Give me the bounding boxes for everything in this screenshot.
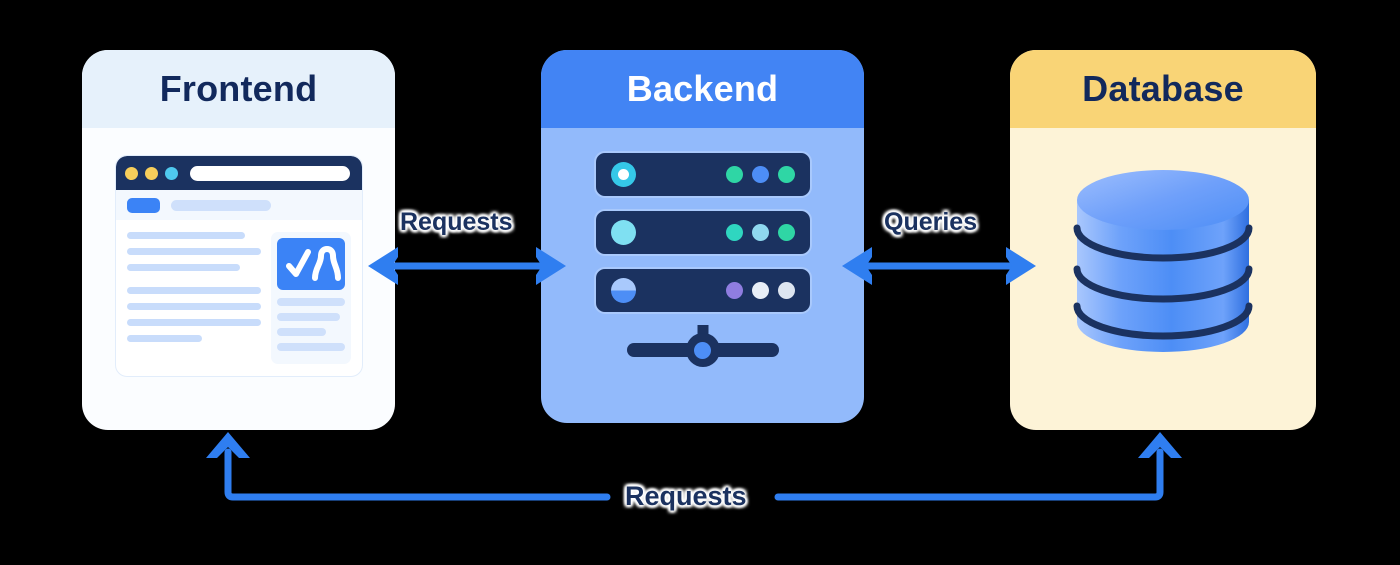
indicator-led bbox=[777, 282, 795, 299]
status-led-split bbox=[610, 278, 636, 303]
card-database-title: Database bbox=[1082, 68, 1244, 109]
server-unit-2 bbox=[593, 209, 812, 256]
indicator-led bbox=[725, 282, 743, 299]
mountain-checkmark-icon bbox=[286, 246, 341, 281]
indicator-led bbox=[777, 224, 795, 241]
server-rack-illustration bbox=[593, 151, 812, 367]
indicator-led bbox=[777, 166, 795, 183]
browser-window-mockup bbox=[115, 155, 363, 377]
browser-toolbar bbox=[116, 190, 362, 220]
content-text-column bbox=[127, 232, 271, 364]
card-backend[interactable]: Backend bbox=[541, 50, 864, 423]
text-line bbox=[127, 248, 261, 255]
connector-label-requests-bottom: Requests bbox=[625, 481, 747, 511]
sidebar-line bbox=[277, 298, 345, 306]
connector-hub-core bbox=[694, 341, 711, 359]
server-unit-1 bbox=[593, 151, 812, 198]
database-cylinder-icon bbox=[1073, 170, 1253, 352]
status-led-core bbox=[617, 169, 629, 180]
connector-label-queries: Queries bbox=[884, 208, 978, 236]
sidebar-line bbox=[277, 343, 345, 351]
indicator-led bbox=[751, 166, 769, 183]
indicator-led-group bbox=[725, 224, 795, 241]
sidebar-line bbox=[277, 313, 340, 321]
text-line bbox=[127, 335, 203, 342]
indicator-led-group bbox=[725, 282, 795, 299]
indicator-led bbox=[751, 282, 769, 299]
indicator-led-group bbox=[725, 166, 795, 183]
connector-backend-database bbox=[842, 247, 1036, 285]
server-unit-3 bbox=[593, 267, 812, 314]
card-frontend-header: Frontend bbox=[82, 50, 395, 128]
card-backend-body bbox=[541, 128, 864, 423]
card-frontend-body bbox=[82, 128, 395, 430]
traffic-light-yellow-2 bbox=[145, 166, 158, 180]
card-database[interactable]: Database bbox=[1010, 50, 1316, 430]
card-backend-title: Backend bbox=[626, 68, 779, 109]
browser-url-bar bbox=[190, 165, 350, 181]
sidebar-line bbox=[277, 328, 326, 336]
text-line bbox=[127, 287, 261, 294]
connector-hub bbox=[685, 333, 720, 367]
text-line bbox=[127, 264, 240, 271]
network-connector bbox=[594, 325, 812, 367]
traffic-light-cyan bbox=[165, 166, 178, 180]
card-frontend[interactable]: Frontend bbox=[82, 50, 395, 430]
indicator-led bbox=[725, 224, 743, 241]
indicator-led bbox=[725, 166, 743, 183]
text-line bbox=[127, 303, 261, 310]
card-backend-header: Backend bbox=[541, 50, 864, 128]
toolbar-placeholder-line bbox=[171, 199, 271, 211]
text-line bbox=[127, 232, 245, 239]
traffic-light-yellow-1 bbox=[125, 166, 138, 180]
browser-title-bar bbox=[116, 156, 362, 190]
status-led-ring bbox=[610, 162, 636, 187]
browser-content bbox=[116, 220, 362, 364]
thumbnail-placeholder bbox=[277, 238, 345, 290]
card-database-header: Database bbox=[1010, 50, 1316, 128]
card-frontend-title: Frontend bbox=[159, 68, 318, 109]
indicator-led bbox=[751, 224, 769, 241]
connector-frontend-backend bbox=[368, 247, 566, 285]
content-sidebar-column bbox=[271, 232, 351, 364]
status-led-solid bbox=[610, 220, 636, 245]
text-line bbox=[127, 319, 261, 326]
connector-label-requests-top: Requests bbox=[400, 208, 513, 236]
card-database-body bbox=[1010, 128, 1316, 430]
toolbar-primary-button bbox=[127, 197, 160, 213]
